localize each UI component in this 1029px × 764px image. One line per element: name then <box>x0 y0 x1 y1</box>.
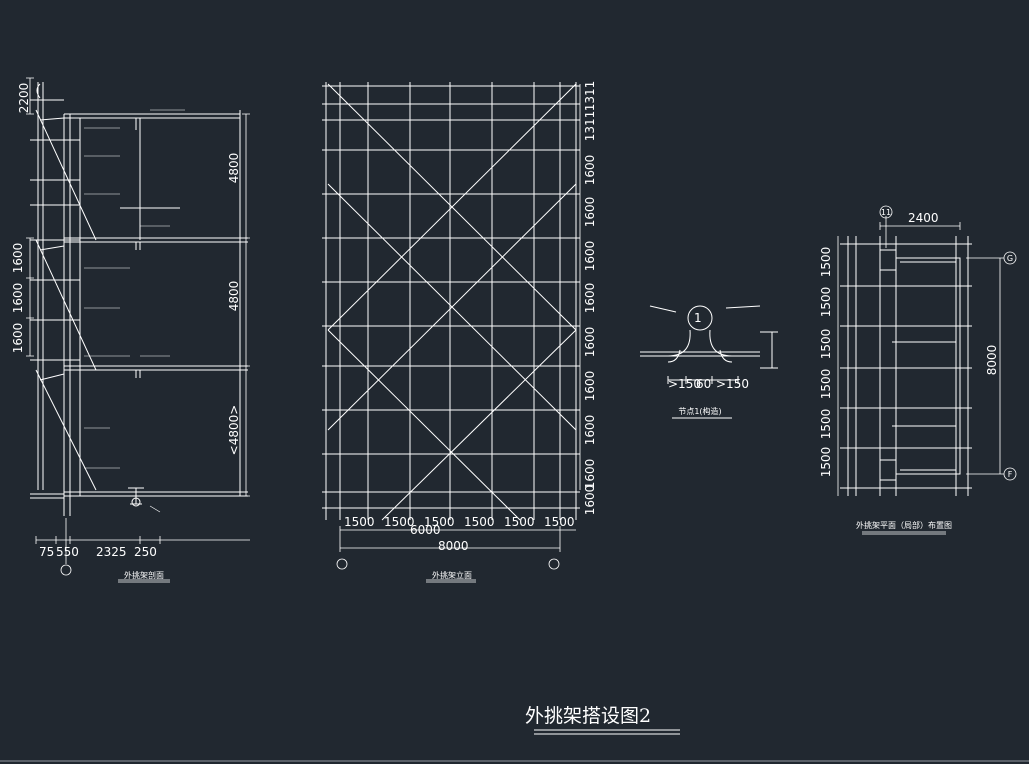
elevation-dim-bottom-4: 1500 <box>504 515 535 529</box>
plan-dimension-lines <box>837 205 1017 535</box>
elevation-dim-8000: 8000 <box>438 539 469 553</box>
elevation-dim-labels-bottom: 1500 1500 1500 1500 1500 1500 <box>344 515 575 529</box>
plan-dim-labels-left: 1500 1500 1500 1500 1500 1500 <box>819 247 833 478</box>
plan-grid-label-f: F <box>1008 470 1013 479</box>
node-detail-view: 1 >150 60 >150 节点1(构造) <box>640 305 778 419</box>
plan-grid-label-g: G <box>1007 254 1013 263</box>
plan-dim-left-2: 1500 <box>819 329 833 360</box>
section-dim-left-1600a: 1600 <box>11 243 25 274</box>
elevation-dim-right-0: 1311 <box>583 81 597 112</box>
plan-dim-left-3: 1500 <box>819 369 833 400</box>
node-dim-150-left: >150 <box>668 377 701 391</box>
elevation-dim-6000: 6000 <box>410 523 441 537</box>
elevation-dim-right-8: 1600 <box>583 415 597 446</box>
elevation-dim-bottom-0: 1500 <box>344 515 375 529</box>
section-dim-right-4800a: 4800 <box>227 153 241 184</box>
elevation-dim-bottom-3: 1500 <box>464 515 495 529</box>
plan-dim-8000: 8000 <box>985 345 999 376</box>
elevation-cross-braces <box>327 83 577 521</box>
section-dim-left-1600c: 1600 <box>11 323 25 354</box>
node-dim-60: 60 <box>696 377 711 391</box>
section-scaffold-tubes <box>30 82 97 499</box>
elevation-dim-right-10: 1600 <box>583 485 597 516</box>
plan-dim-2400: 2400 <box>908 211 939 225</box>
drawing-title: 外挑架搭设图2 <box>525 705 651 727</box>
elevation-grid <box>322 82 580 520</box>
plan-grid-label-top: 11 <box>881 208 891 217</box>
plan-dim-left-5: 1500 <box>819 447 833 478</box>
section-dim-right-4800c: <4800> <box>227 405 241 456</box>
plan-caption: 外挑架平面（局部）布置图 <box>856 520 952 530</box>
section-leaders <box>84 109 185 513</box>
section-caption: 外挑架剖面 <box>124 570 164 580</box>
plan-dim-left-1: 1500 <box>819 287 833 318</box>
elevation-dim-right-4: 1600 <box>583 241 597 272</box>
plan-building-outline <box>879 249 961 481</box>
node-detail-caption: 节点1(构造) <box>678 406 721 416</box>
elevation-dim-bottom-1: 1500 <box>384 515 415 529</box>
section-dim-right-4800b: 4800 <box>227 281 241 312</box>
elevation-dimension-lines <box>336 84 581 583</box>
elevation-dim-right-6: 1600 <box>583 327 597 358</box>
elevation-dim-bottom-5: 1500 <box>544 515 575 529</box>
section-building-structure <box>63 110 248 516</box>
plan-grid <box>840 236 972 496</box>
elevation-view: 1311131116001600160016001600160016001600… <box>322 81 597 583</box>
plan-view: 2400 11 G F 8000 15001500150015001500150… <box>819 205 1017 535</box>
node-dim-150-right: >150 <box>716 377 749 391</box>
elevation-dim-right-1: 1311 <box>583 111 597 142</box>
node-detail-marker: 1 <box>694 311 702 325</box>
plan-dim-left-4: 1500 <box>819 409 833 440</box>
elevation-caption: 外挑架立面 <box>432 570 472 580</box>
elevation-dim-bottom-2: 1500 <box>424 515 455 529</box>
section-dim-left-1600b: 1600 <box>11 283 25 314</box>
elevation-dim-right-9: 1600 <box>583 459 597 490</box>
section-dim-bottom-2325: 2325 <box>96 545 127 559</box>
section-dim-bottom-550: 550 <box>56 545 79 559</box>
elevation-dim-right-5: 1600 <box>583 283 597 314</box>
section-cantilever-beam <box>128 487 144 507</box>
drawing-title-block: 外挑架搭设图2 <box>525 705 680 735</box>
section-dim-bottom-75: 75 <box>39 545 54 559</box>
node-detail-linework <box>640 305 778 419</box>
plan-dim-left-0: 1500 <box>819 247 833 278</box>
elevation-dim-right-7: 1600 <box>583 371 597 402</box>
section-dimension-lines <box>26 77 250 583</box>
elevation-dim-right-3: 1600 <box>583 197 597 228</box>
section-dim-bottom-250: 250 <box>134 545 157 559</box>
section-view: 2200 1600 1600 1600 4800 4800 <4800> 75 … <box>11 77 250 583</box>
section-dim-left-2200: 2200 <box>17 83 31 114</box>
elevation-dim-right-2: 1600 <box>583 155 597 186</box>
elevation-dim-labels-right: 1311131116001600160016001600160016001600… <box>583 81 597 516</box>
